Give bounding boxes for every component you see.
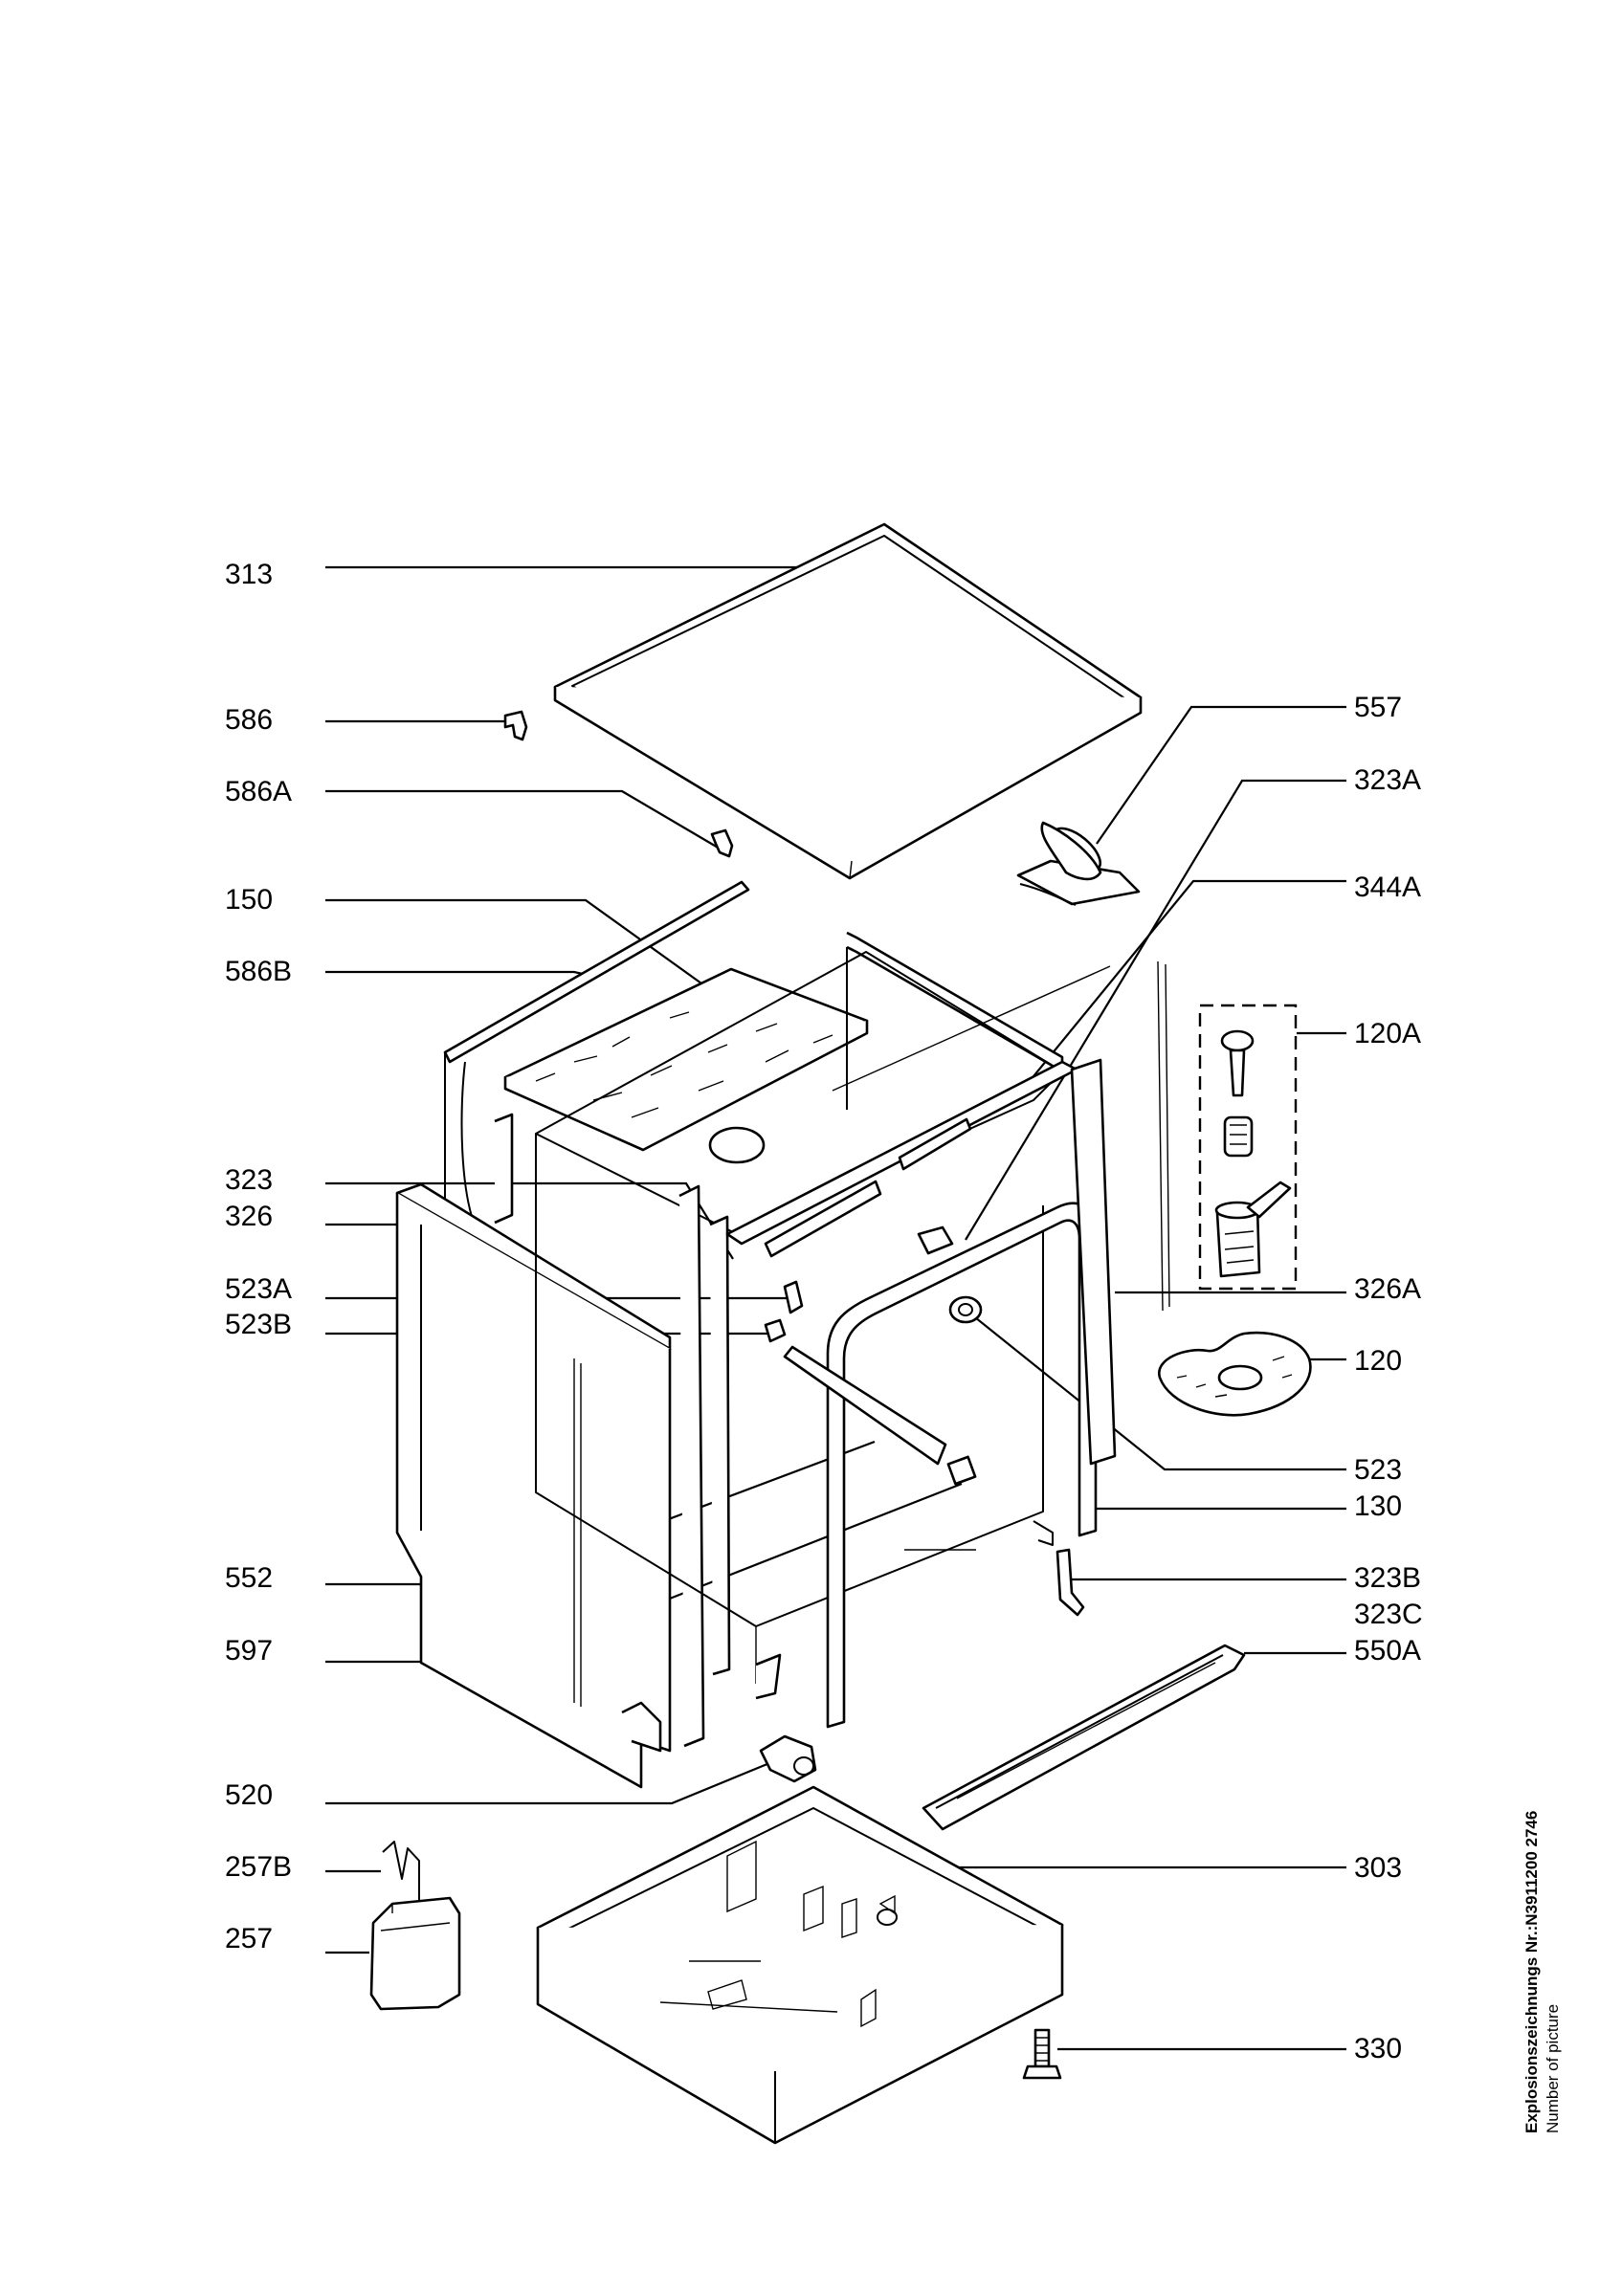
leader-586b bbox=[325, 970, 592, 978]
label-326a: 326A bbox=[1354, 1273, 1421, 1305]
part-586a-clip bbox=[710, 828, 734, 858]
label-120: 120 bbox=[1354, 1345, 1402, 1377]
label-550a: 550A bbox=[1354, 1635, 1421, 1667]
leader-557 bbox=[1096, 705, 1346, 845]
part-520-fitting bbox=[759, 1734, 817, 1783]
part-323a-fitting bbox=[917, 1225, 954, 1255]
label-523: 523 bbox=[1354, 1454, 1402, 1486]
leader-520 bbox=[325, 1759, 775, 1805]
label-323b: 323B bbox=[1354, 1562, 1421, 1594]
label-330: 330 bbox=[1354, 2033, 1402, 2064]
part-257-container bbox=[369, 1896, 461, 2011]
side-caption: Explosionszeichnungs Nr.:N3911200 2746 N… bbox=[1522, 1811, 1562, 2133]
part-313-top-cover bbox=[553, 522, 1143, 880]
picture-caption-text: Number of picture bbox=[1544, 2004, 1562, 2133]
part-303-base bbox=[536, 1785, 1064, 2145]
label-586: 586 bbox=[225, 704, 273, 736]
label-323c: 323C bbox=[1354, 1599, 1423, 1630]
part-120a-group bbox=[1198, 1004, 1298, 1291]
right-labels: 557 323A 344A 120A 326A 120 523 130 323B… bbox=[1354, 692, 1423, 2064]
part-257b-hook bbox=[382, 1841, 420, 1906]
label-523a: 523A bbox=[225, 1273, 292, 1305]
part-557-insulation bbox=[1016, 821, 1141, 906]
left-labels: 313 586 586A 150 586B 323 326 523A 523B … bbox=[225, 559, 292, 1954]
label-586a: 586A bbox=[225, 776, 292, 807]
label-130: 130 bbox=[1354, 1490, 1402, 1522]
tub-assembly bbox=[395, 880, 1170, 1789]
label-523b: 523B bbox=[225, 1309, 292, 1340]
label-323a: 323A bbox=[1354, 764, 1421, 796]
label-520: 520 bbox=[225, 1779, 273, 1811]
label-344a: 344A bbox=[1354, 872, 1421, 903]
label-552: 552 bbox=[225, 1562, 273, 1594]
part-120-filter-plate bbox=[1158, 1331, 1312, 1417]
label-586b: 586B bbox=[225, 956, 292, 987]
leader-150 bbox=[325, 898, 709, 989]
leader-323a bbox=[965, 779, 1346, 1241]
label-313: 313 bbox=[225, 559, 273, 590]
label-257: 257 bbox=[225, 1923, 273, 1954]
drawing-number-text: Explosionszeichnungs Nr.:N3911200 2746 bbox=[1522, 1811, 1541, 2133]
label-323: 323 bbox=[225, 1164, 273, 1196]
part-330-screw bbox=[1022, 2028, 1062, 2080]
label-150: 150 bbox=[225, 884, 273, 916]
leader-344a bbox=[1011, 879, 1346, 1103]
leader-586a bbox=[325, 789, 721, 850]
part-586-clip bbox=[503, 710, 528, 741]
part-323b-bracket bbox=[1055, 1548, 1085, 1617]
label-257b: 257B bbox=[225, 1851, 292, 1883]
label-120a: 120A bbox=[1354, 1018, 1421, 1049]
leader-323 bbox=[325, 1181, 734, 1260]
part-150-insulation-panel bbox=[503, 967, 869, 1152]
leader-523 bbox=[965, 1309, 1346, 1471]
label-303: 303 bbox=[1354, 1852, 1402, 1884]
label-597: 597 bbox=[225, 1635, 273, 1667]
label-326: 326 bbox=[225, 1201, 273, 1232]
label-557: 557 bbox=[1354, 692, 1402, 723]
part-550a-rail bbox=[922, 1644, 1246, 1831]
